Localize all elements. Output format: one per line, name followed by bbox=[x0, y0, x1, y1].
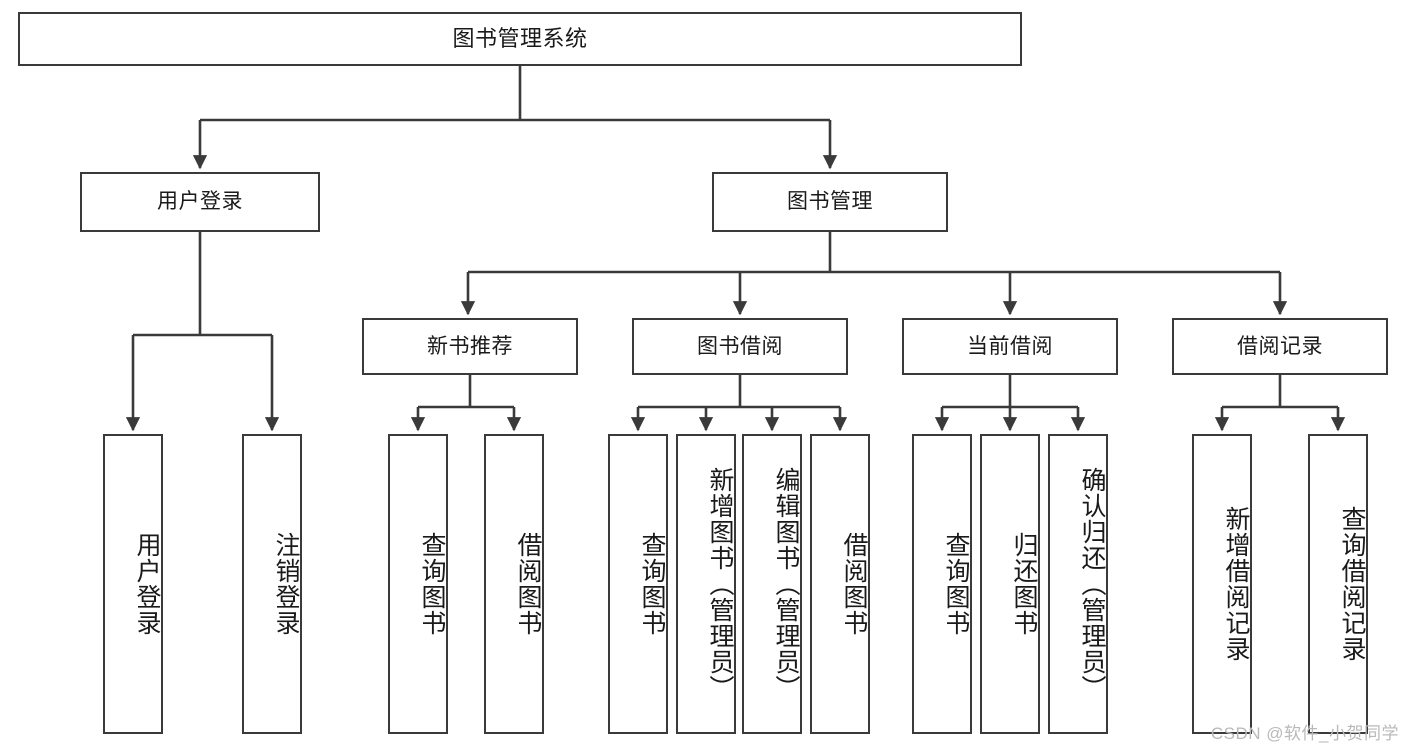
node-leaf-logout-login[interactable]: 注销登录 bbox=[242, 434, 302, 734]
node-label: 借阅记录 bbox=[1237, 334, 1323, 358]
node-label: 借阅图书 bbox=[514, 532, 542, 636]
node-leaf-user-login[interactable]: 用户登录 bbox=[103, 434, 163, 734]
node-leaf-borrow-book-recommend[interactable]: 借阅图书 bbox=[484, 434, 544, 734]
node-label: 新增图书（管理员） bbox=[706, 467, 734, 701]
node-leaf-query-book-borrow[interactable]: 查询图书 bbox=[608, 434, 668, 734]
node-book-manage[interactable]: 图书管理 bbox=[712, 172, 948, 232]
node-label: 图书借阅 bbox=[697, 334, 783, 358]
node-new-book-recommend[interactable]: 新书推荐 bbox=[362, 318, 578, 375]
node-label: 图书管理 bbox=[787, 190, 873, 214]
node-label: 图书管理系统 bbox=[452, 25, 588, 51]
node-label: 新书推荐 bbox=[427, 334, 513, 358]
node-leaf-add-book[interactable]: 新增图书（管理员） bbox=[676, 434, 736, 734]
node-leaf-query-book-recommend[interactable]: 查询图书 bbox=[388, 434, 448, 734]
node-leaf-borrow-book[interactable]: 借阅图书 bbox=[810, 434, 870, 734]
node-borrow-record[interactable]: 借阅记录 bbox=[1172, 318, 1388, 375]
node-leaf-edit-book[interactable]: 编辑图书（管理员） bbox=[742, 434, 802, 734]
node-leaf-confirm-return[interactable]: 确认归还（管理员） bbox=[1048, 434, 1108, 734]
node-label: 查询图书 bbox=[418, 532, 446, 636]
node-label: 归还图书 bbox=[1010, 532, 1038, 636]
node-label: 编辑图书（管理员） bbox=[772, 467, 800, 701]
node-root-system[interactable]: 图书管理系统 bbox=[18, 12, 1022, 66]
node-label: 当前借阅 bbox=[967, 334, 1053, 358]
node-leaf-query-borrow-record[interactable]: 查询借阅记录 bbox=[1308, 434, 1368, 734]
node-label: 注销登录 bbox=[272, 532, 300, 636]
node-leaf-add-borrow-record[interactable]: 新增借阅记录 bbox=[1192, 434, 1252, 734]
node-label: 查询图书 bbox=[942, 532, 970, 636]
node-leaf-return-book[interactable]: 归还图书 bbox=[980, 434, 1040, 734]
node-label: 用户登录 bbox=[157, 190, 243, 214]
node-leaf-query-book-current[interactable]: 查询图书 bbox=[912, 434, 972, 734]
node-label: 查询图书 bbox=[638, 532, 666, 636]
node-label: 借阅图书 bbox=[840, 532, 868, 636]
node-user-login[interactable]: 用户登录 bbox=[80, 172, 320, 232]
node-book-borrow[interactable]: 图书借阅 bbox=[632, 318, 848, 375]
node-label: 新增借阅记录 bbox=[1222, 506, 1250, 662]
node-current-borrow[interactable]: 当前借阅 bbox=[902, 318, 1118, 375]
node-label: 用户登录 bbox=[133, 532, 161, 636]
node-label: 查询借阅记录 bbox=[1338, 506, 1366, 662]
watermark-text: CSDN @软件_小贺同学 bbox=[1210, 724, 1399, 743]
node-label: 确认归还（管理员） bbox=[1078, 467, 1106, 701]
